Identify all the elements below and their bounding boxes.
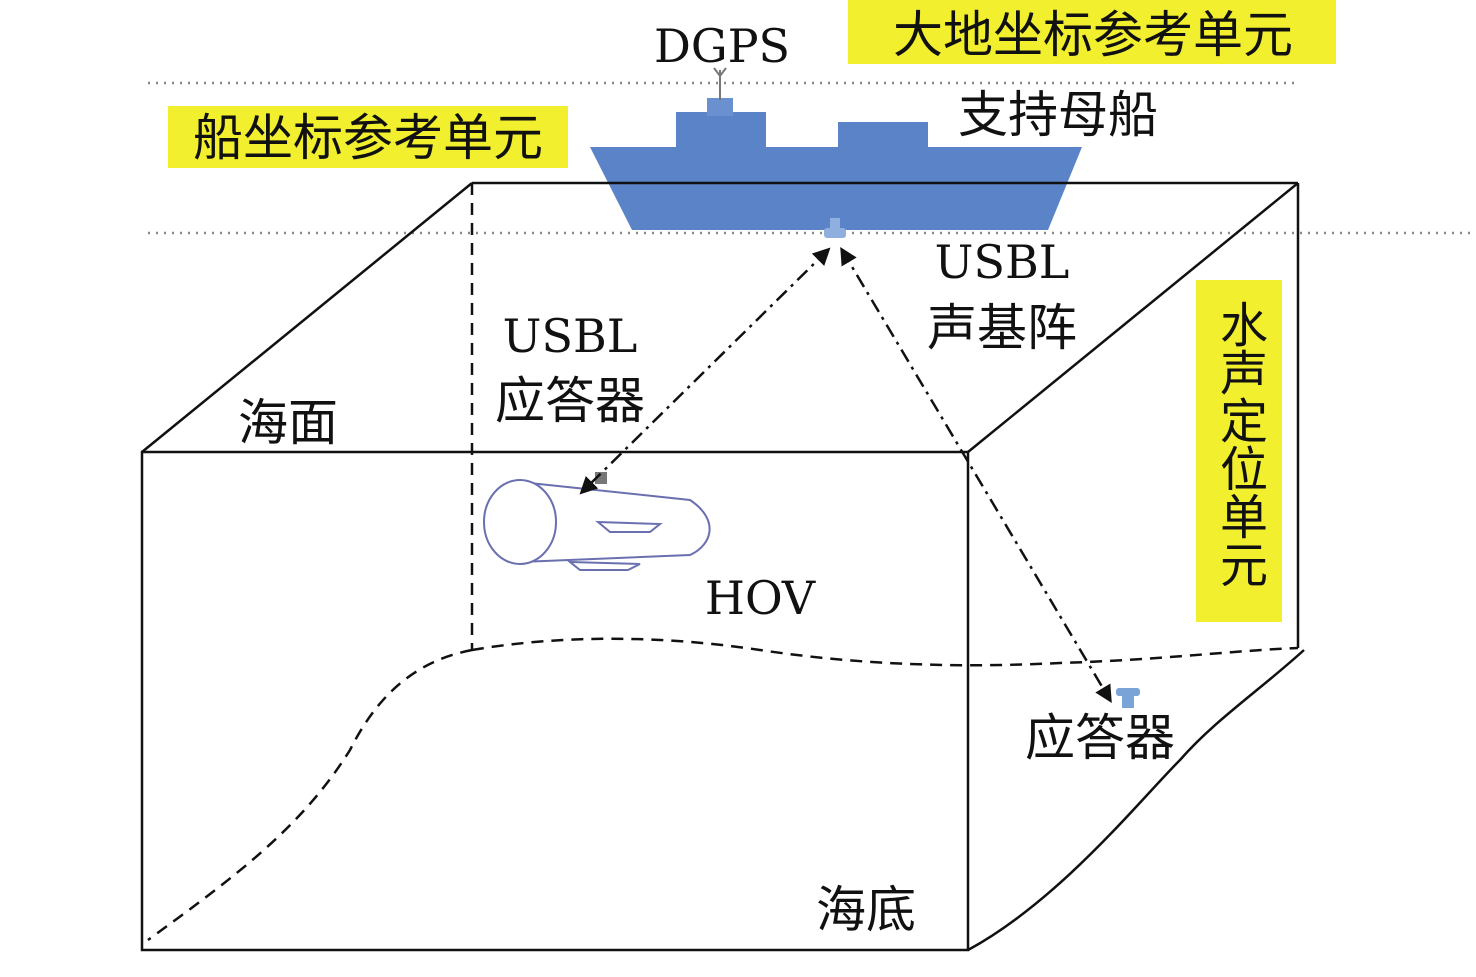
signal-path-transponder (840, 246, 1112, 704)
dgps-label: DGPS (654, 19, 790, 73)
usbl-transponder-label-line1: USBL (503, 309, 638, 363)
sea-box (140, 181, 1305, 952)
usbl-array-label-line2: 声基阵 (927, 299, 1077, 357)
usbl-array-icon (824, 218, 846, 238)
sea-surface-label: 海面 (238, 394, 338, 452)
acoustic-unit-label: 水声定位单元 (1211, 300, 1267, 588)
seabed-transponder-icon (1116, 688, 1140, 708)
hov-vehicle-icon (483, 472, 711, 571)
dgps-antenna-icon (713, 67, 727, 100)
geodetic-unit-highlight (848, 0, 1336, 64)
seabed-label: 海底 (816, 881, 916, 939)
signal-path-hov (579, 247, 831, 495)
support-ship-shape (590, 98, 1082, 230)
ship-unit-label: 船坐标参考单元 (193, 109, 543, 167)
acoustic-unit-highlight (1196, 280, 1282, 622)
ship-unit-highlight (168, 106, 568, 168)
usbl-transponder-label-line2: 应答器 (495, 372, 645, 430)
support-ship-label: 支持母船 (958, 86, 1158, 144)
seabed-profile (147, 637, 1299, 942)
usbl-array-label-line1: USBL (935, 235, 1070, 289)
hov-label: HOV (705, 571, 816, 625)
transponder-label: 应答器 (1025, 709, 1175, 767)
geodetic-unit-label: 大地坐标参考单元 (893, 6, 1293, 64)
